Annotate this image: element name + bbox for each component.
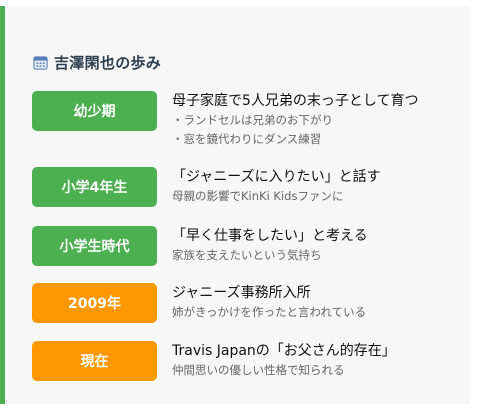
timeline-detail: 姉がきっかけを作ったと言われている: [172, 305, 367, 319]
calendar-icon: [33, 56, 48, 70]
timeline-row-2009: 2009年 ジャニーズ事務所入所 姉がきっかけを作ったと言われている: [32, 283, 472, 327]
timeline-content: 母子家庭で5人兄弟の末っ子として育つ ・ランドセルは兄弟のお下がり ・窓を鏡代わ…: [172, 91, 472, 149]
timeline-badge: 現在: [32, 341, 157, 381]
timeline-title: 「早く仕事をしたい」と考える: [172, 228, 368, 244]
timeline-title: ジャニーズ事務所入所: [172, 285, 311, 301]
timeline-detail: ・ランドセルは兄弟のお下がり: [172, 113, 333, 127]
timeline-badge: 幼少期: [32, 91, 157, 131]
page-title: 吉澤閑也の歩み: [54, 54, 162, 72]
timeline-row-elementary: 小学生時代 「早く仕事をしたい」と考える 家族を支えたいという気持ち: [32, 226, 472, 270]
timeline-row-grade4: 小学4年生 「ジャニーズに入りたい」と話す 母親の影響でKinKi Kidsファ…: [32, 167, 472, 211]
timeline-detail: 仲間思いの優しい性格で知られる: [172, 363, 345, 377]
timeline-badge: 小学生時代: [32, 226, 157, 266]
timeline-title: 母子家庭で5人兄弟の末っ子として育つ: [172, 93, 419, 109]
timeline-badge: 2009年: [32, 283, 157, 323]
timeline-detail: 母親の影響でKinKi Kidsファンに: [172, 189, 344, 203]
timeline-content: ジャニーズ事務所入所 姉がきっかけを作ったと言われている: [172, 283, 472, 322]
timeline-content: 「早く仕事をしたい」と考える 家族を支えたいという気持ち: [172, 226, 472, 265]
timeline-detail: 家族を支えたいという気持ち: [172, 248, 322, 262]
timeline-card: 吉澤閑也の歩み 幼少期 母子家庭で5人兄弟の末っ子として育つ ・ランドセルは兄弟…: [0, 6, 470, 404]
timeline-badge: 小学4年生: [32, 167, 157, 207]
timeline-detail: ・窓を鏡代わりにダンス練習: [172, 132, 322, 146]
timeline-title: 「ジャニーズに入りたい」と話す: [172, 169, 381, 185]
timeline-content: Travis Japanの「お父さん的存在」 仲間思いの優しい性格で知られる: [172, 341, 472, 380]
timeline-row-present: 現在 Travis Japanの「お父さん的存在」 仲間思いの優しい性格で知られ…: [32, 341, 472, 385]
timeline-title: Travis Japanの「お父さん的存在」: [172, 343, 396, 359]
timeline-header: 吉澤閑也の歩み: [33, 52, 161, 73]
timeline-content: 「ジャニーズに入りたい」と話す 母親の影響でKinKi Kidsファンに: [172, 167, 472, 206]
timeline-row-childhood: 幼少期 母子家庭で5人兄弟の末っ子として育つ ・ランドセルは兄弟のお下がり ・窓…: [32, 91, 472, 146]
